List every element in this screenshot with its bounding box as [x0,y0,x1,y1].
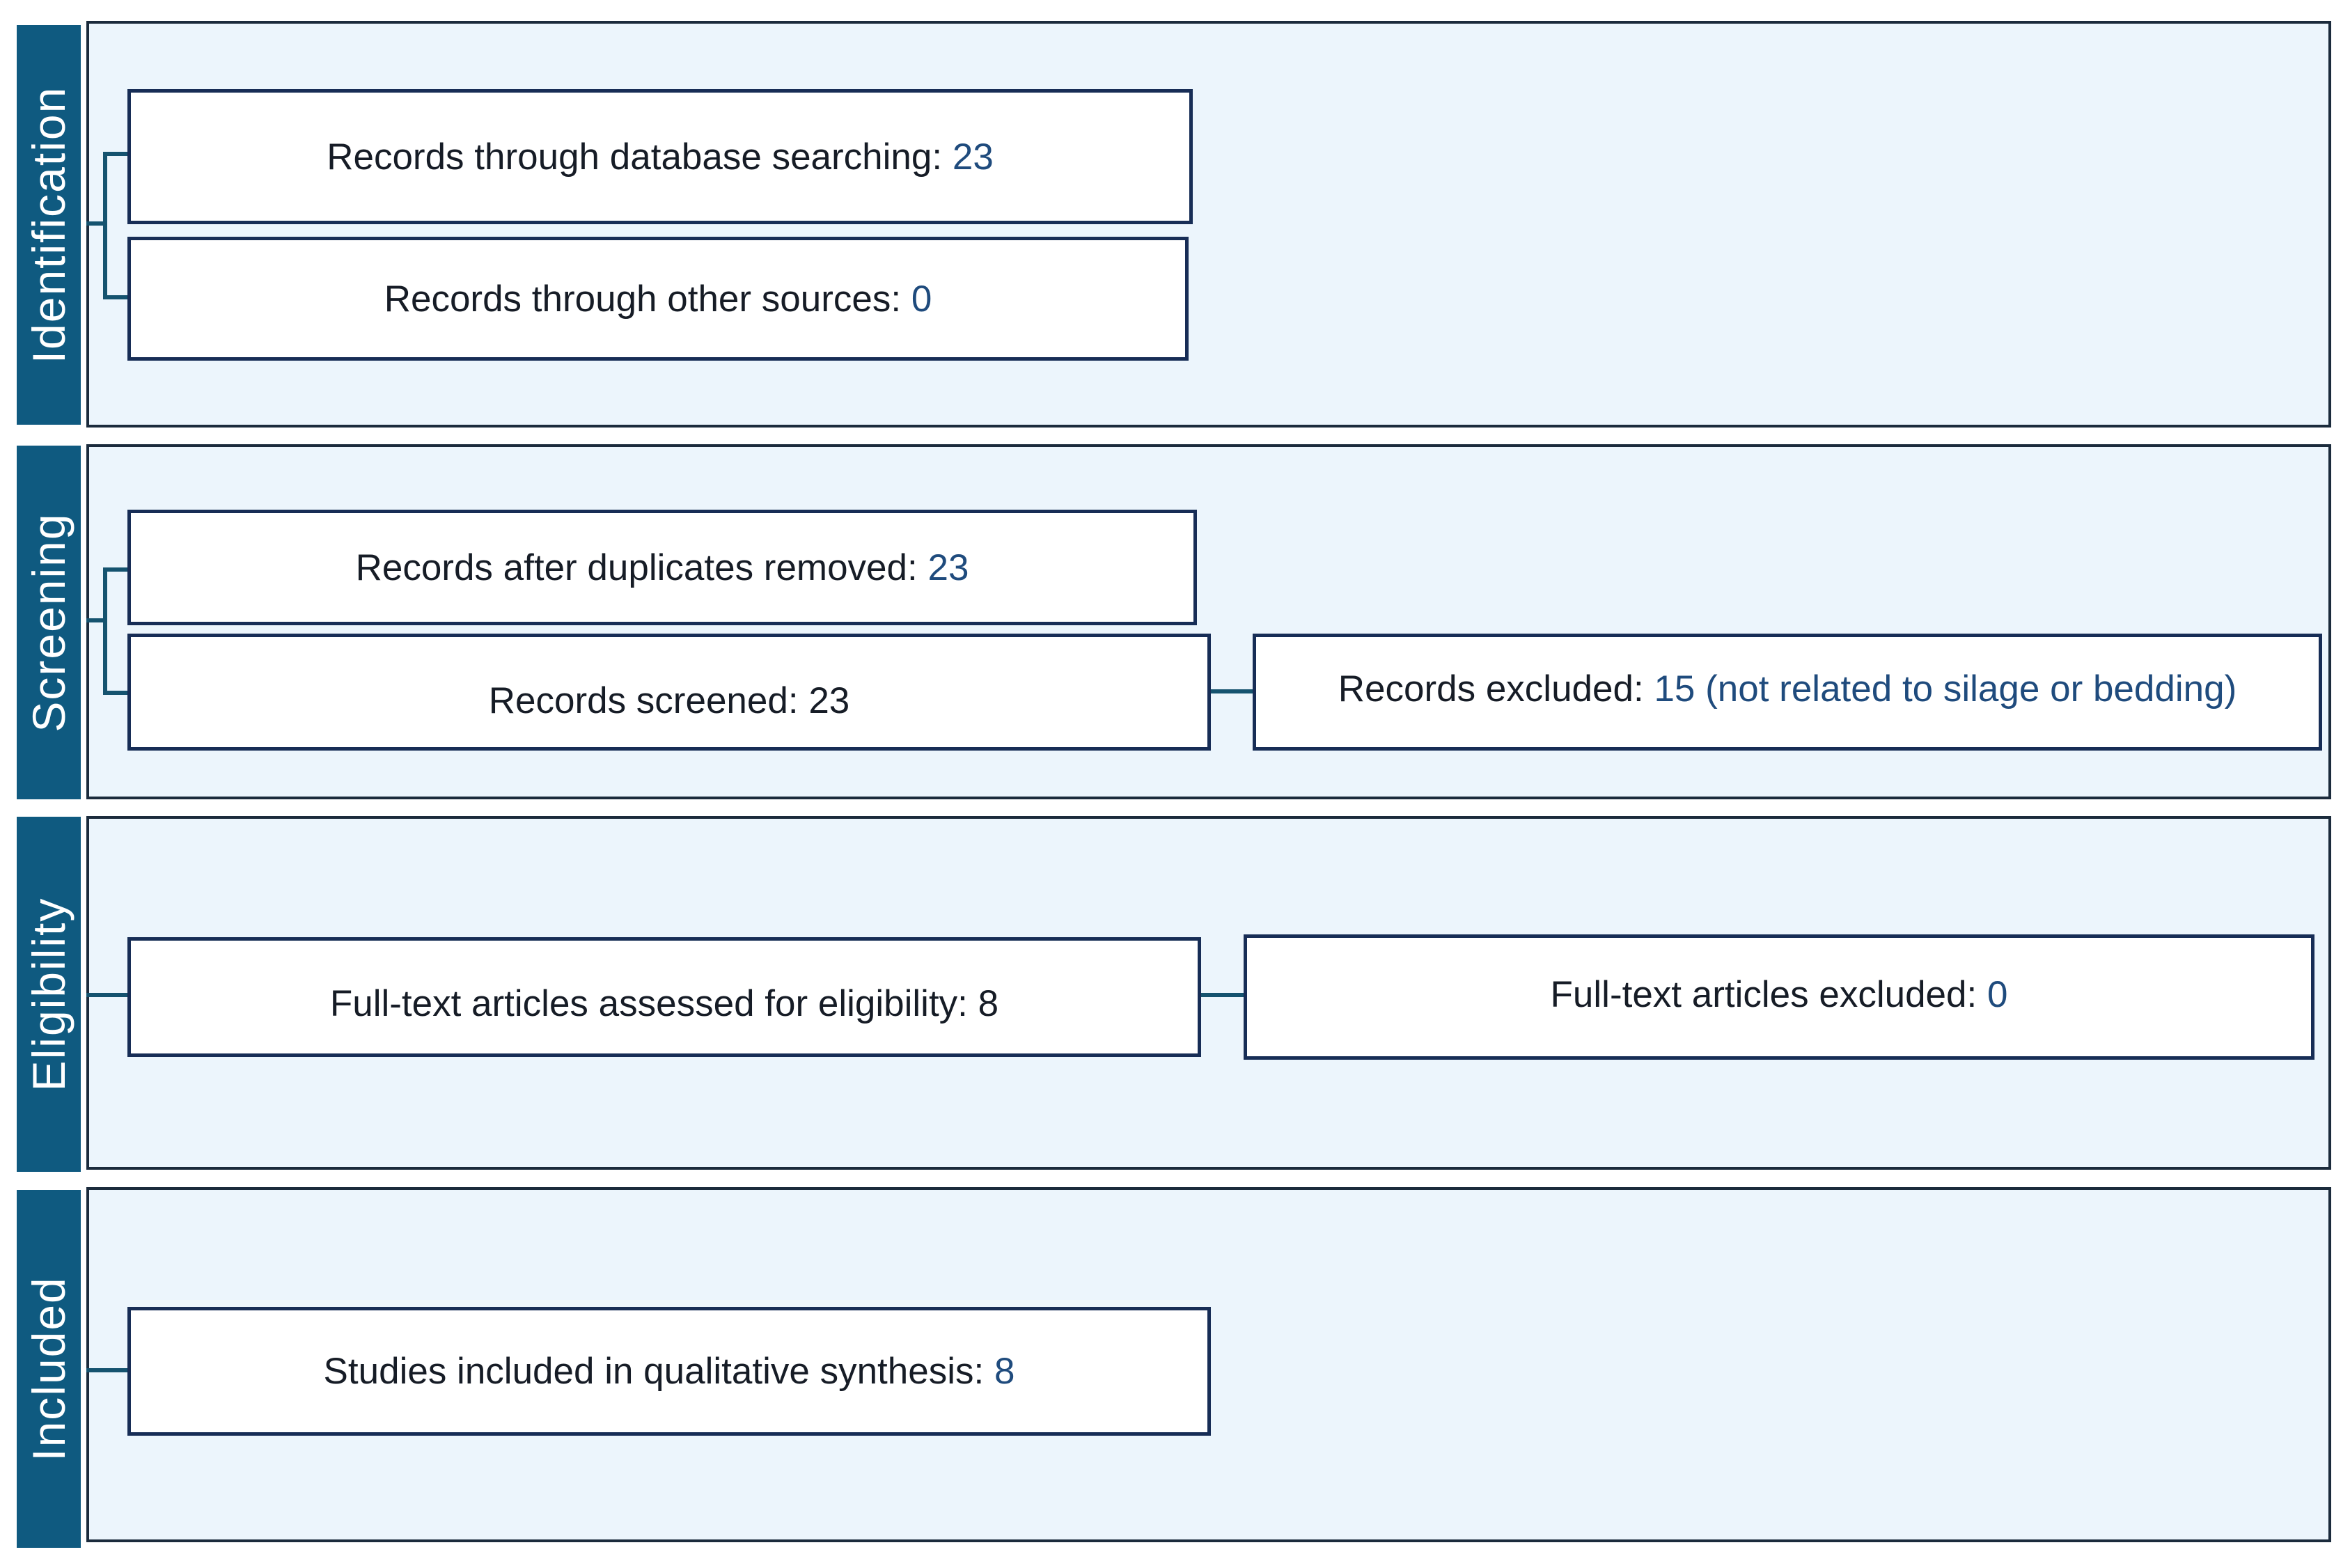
box-after-duplicates: Records after duplicates removed: 23 [127,510,1197,625]
database-searching-label: Records through database searching: [327,136,943,178]
connector-eligibility-stem [86,993,130,997]
studies-included-count: 8 [994,1351,1015,1392]
box-other-sources: Records through other sources: 0 [127,237,1189,361]
connector-screening-top [103,567,130,572]
box-fulltext-assessed: Full-text articles assessed for eligibil… [127,937,1201,1057]
stage-band-identification: Identification [17,25,81,425]
box-studies-included: Studies included in qualitative synthesi… [127,1307,1211,1436]
connector-screening-bottom [103,691,130,695]
box-records-excluded: Records excluded: 15 (not related to sil… [1253,634,2322,751]
after-duplicates-count: 23 [927,547,969,588]
connector-identification-bottom [103,295,130,299]
box-records-screened: Records screened: 23 [127,634,1211,751]
after-duplicates-label: Records after duplicates removed: [355,547,918,588]
other-sources-count: 0 [911,278,932,320]
stage-label-identification: Identification [23,86,75,364]
connector-screening-vertical [103,567,107,695]
stage-band-screening: Screening [17,446,81,799]
connector-identification-stem [86,221,107,226]
records-excluded-detail: 15 (not related to silage or bedding) [1654,668,2237,709]
stage-band-eligibility: Eligibility [17,817,81,1172]
stage-label-eligibility: Eligibility [23,897,75,1092]
fulltext-excluded-label: Full-text articles excluded: [1550,973,1977,1015]
fulltext-assessed-count: 8 [978,982,999,1024]
records-screened-count: 23 [808,680,850,721]
other-sources-label: Records through other sources: [384,278,902,320]
box-fulltext-excluded: Full-text articles excluded: 0 [1244,934,2314,1060]
stage-label-screening: Screening [23,512,75,732]
records-excluded-label: Records excluded: [1338,668,1644,709]
database-searching-count: 23 [952,136,994,178]
connector-assessed-to-excluded [1200,993,1246,997]
stage-label-included: Included [23,1276,75,1461]
connector-screening-stem [86,618,107,622]
panel-identification [86,21,2331,428]
connector-identification-vertical [103,152,107,299]
connector-identification-top [103,152,130,156]
stage-band-included: Included [17,1190,81,1548]
fulltext-excluded-count: 0 [1987,973,2008,1015]
connector-screened-to-excluded [1209,689,1255,693]
studies-included-label: Studies included in qualitative synthesi… [323,1351,985,1392]
records-screened-label: Records screened: [488,680,799,721]
box-database-searching: Records through database searching: 23 [127,89,1193,224]
connector-included-stem [86,1368,130,1372]
fulltext-assessed-label: Full-text articles assessed for eligibil… [329,982,968,1024]
